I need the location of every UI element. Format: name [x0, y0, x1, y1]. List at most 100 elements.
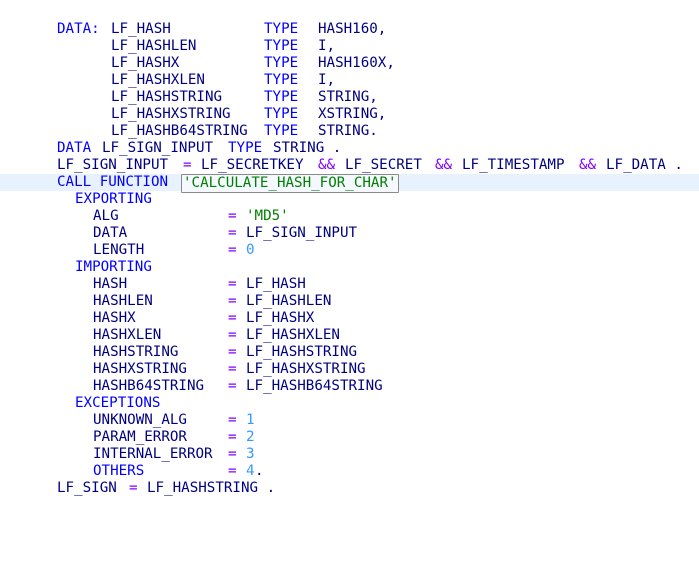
- code-line[interactable]: LF_HASHLEN TYPE I,: [0, 38, 699, 55]
- identifier: HASHX: [93, 310, 136, 326]
- type-value: HASH160X,: [318, 55, 395, 71]
- keyword: TYPE: [264, 89, 299, 105]
- identifier: LF_HASHX: [111, 55, 180, 71]
- keyword: DATA: [57, 140, 92, 156]
- code-line[interactable]: LF_HASHB64STRING TYPE STRING.: [0, 123, 699, 140]
- code-line[interactable]: HASHXLEN = LF_HASHXLEN: [0, 327, 699, 344]
- operator: =: [228, 429, 237, 445]
- operator: =: [228, 344, 237, 360]
- code-line[interactable]: EXCEPTIONS: [0, 395, 699, 412]
- identifier: INTERNAL_ERROR: [93, 446, 213, 462]
- identifier: PARAM_ERROR: [93, 429, 187, 445]
- identifier: LF_SIGN: [57, 480, 117, 496]
- number-literal: 3: [246, 446, 255, 462]
- code-line[interactable]: IMPORTING: [0, 259, 699, 276]
- operator: =: [228, 310, 237, 326]
- code-line[interactable]: INTERNAL_ERROR = 3: [0, 446, 699, 463]
- code-line[interactable]: PARAM_ERROR = 2: [0, 429, 699, 446]
- type-value: STRING .: [273, 140, 342, 156]
- identifier: DATA: [93, 225, 128, 241]
- operator: =: [228, 208, 237, 224]
- code-line[interactable]: LF_SIGN = LF_HASHSTRING .: [0, 480, 699, 497]
- identifier: LF_HASHX: [246, 310, 315, 326]
- code-line[interactable]: HASH = LF_HASH: [0, 276, 699, 293]
- code-line[interactable]: LF_SIGN_INPUT = LF_SECRETKEY && LF_SECRE…: [0, 157, 699, 174]
- identifier: HASHB64STRING: [93, 378, 205, 394]
- number-literal: 2: [246, 429, 255, 445]
- operator: =: [228, 378, 237, 394]
- operator: =: [228, 327, 237, 343]
- identifier: HASHSTRING: [93, 344, 179, 360]
- keyword: TYPE: [264, 38, 299, 54]
- operator: =: [129, 480, 138, 496]
- operator: =: [228, 225, 237, 241]
- number-literal: 1: [246, 412, 255, 428]
- operator: =: [228, 293, 237, 309]
- identifier: LF_HASHB64STRING: [111, 123, 248, 139]
- code-line[interactable]: HASHLEN = LF_HASHLEN: [0, 293, 699, 310]
- code-line[interactable]: HASHSTRING = LF_HASHSTRING: [0, 344, 699, 361]
- identifier: LF_SIGN_INPUT: [102, 140, 214, 156]
- keyword: TYPE: [264, 106, 299, 122]
- code-line[interactable]: LF_HASHSTRING TYPE STRING,: [0, 89, 699, 106]
- code-line[interactable]: EXPORTING: [0, 191, 699, 208]
- identifier: HASHLEN: [93, 293, 153, 309]
- code-line[interactable]: ALG = 'MD5': [0, 208, 699, 225]
- type-value: HASH160,: [318, 21, 387, 37]
- keyword: EXCEPTIONS: [75, 395, 161, 411]
- operator: &&: [579, 157, 597, 173]
- code-line[interactable]: LF_HASHX TYPE HASH160X,: [0, 55, 699, 72]
- code-line-current[interactable]: CALL FUNCTION 'CALCULATE_HASH_FOR_CHAR': [0, 174, 699, 193]
- identifier: LENGTH: [93, 242, 145, 258]
- code-line[interactable]: LF_HASHXLEN TYPE I,: [0, 72, 699, 89]
- string-literal: 'CALCULATE_HASH_FOR_CHAR': [181, 174, 399, 193]
- keyword: IMPORTING: [75, 259, 152, 275]
- keyword: DATA:: [57, 21, 100, 37]
- keyword: EXPORTING: [75, 191, 152, 207]
- operator: =: [183, 157, 192, 173]
- identifier: LF_HASHSTRING: [246, 344, 358, 360]
- keyword: TYPE: [228, 140, 263, 156]
- code-line[interactable]: DATA = LF_SIGN_INPUT: [0, 225, 699, 242]
- code-line[interactable]: HASHXSTRING = LF_HASHXSTRING: [0, 361, 699, 378]
- code-line[interactable]: HASHX = LF_HASHX: [0, 310, 699, 327]
- operator: &&: [435, 157, 453, 173]
- identifier: HASH: [93, 276, 128, 292]
- code-line[interactable]: OTHERS = 4 .: [0, 463, 699, 480]
- operator: =: [228, 412, 237, 428]
- identifier: ALG: [93, 208, 119, 224]
- identifier: LF_HASH: [246, 276, 306, 292]
- type-value: XSTRING,: [318, 106, 387, 122]
- identifier: LF_HASHSTRING: [111, 89, 223, 105]
- keyword: OTHERS: [93, 463, 145, 479]
- keyword: TYPE: [264, 21, 299, 37]
- type-value: I,: [318, 72, 336, 88]
- code-line[interactable]: HASHB64STRING = LF_HASHB64STRING: [0, 378, 699, 395]
- code-editor[interactable]: DATA: LF_HASH TYPE HASH160, LF_HASHLEN T…: [0, 0, 699, 500]
- identifier: LF_SECRETKEY: [201, 157, 304, 173]
- keyword: TYPE: [264, 55, 299, 71]
- code-line[interactable]: DATA: LF_HASH TYPE HASH160,: [0, 21, 699, 38]
- code-line[interactable]: UNKNOWN_ALG = 1: [0, 412, 699, 429]
- code-line[interactable]: LF_HASHXSTRING TYPE XSTRING,: [0, 106, 699, 123]
- operator: =: [228, 242, 237, 258]
- string-literal: 'MD5': [246, 208, 289, 224]
- identifier: LF_HASHLEN: [246, 293, 332, 309]
- keyword: TYPE: [264, 72, 299, 88]
- identifier: LF_HASHLEN: [111, 38, 197, 54]
- identifier: LF_HASHXLEN: [246, 327, 340, 343]
- operator: =: [228, 361, 237, 377]
- keyword: CALL FUNCTION: [57, 174, 169, 190]
- identifier: UNKNOWN_ALG: [93, 412, 187, 428]
- identifier: LF_HASHXSTRING: [111, 106, 231, 122]
- code-line[interactable]: DATA LF_SIGN_INPUT TYPE STRING .: [0, 140, 699, 157]
- keyword: TYPE: [264, 123, 299, 139]
- identifier: LF_HASHB64STRING: [246, 378, 383, 394]
- operator: =: [228, 463, 237, 479]
- operator: &&: [318, 157, 336, 173]
- identifier: HASHXSTRING: [93, 361, 187, 377]
- identifier: LF_SECRET: [345, 157, 422, 173]
- identifier: LF_HASHSTRING .: [147, 480, 276, 496]
- code-line[interactable]: LENGTH = 0: [0, 242, 699, 259]
- identifier: LF_TIMESTAMP: [462, 157, 565, 173]
